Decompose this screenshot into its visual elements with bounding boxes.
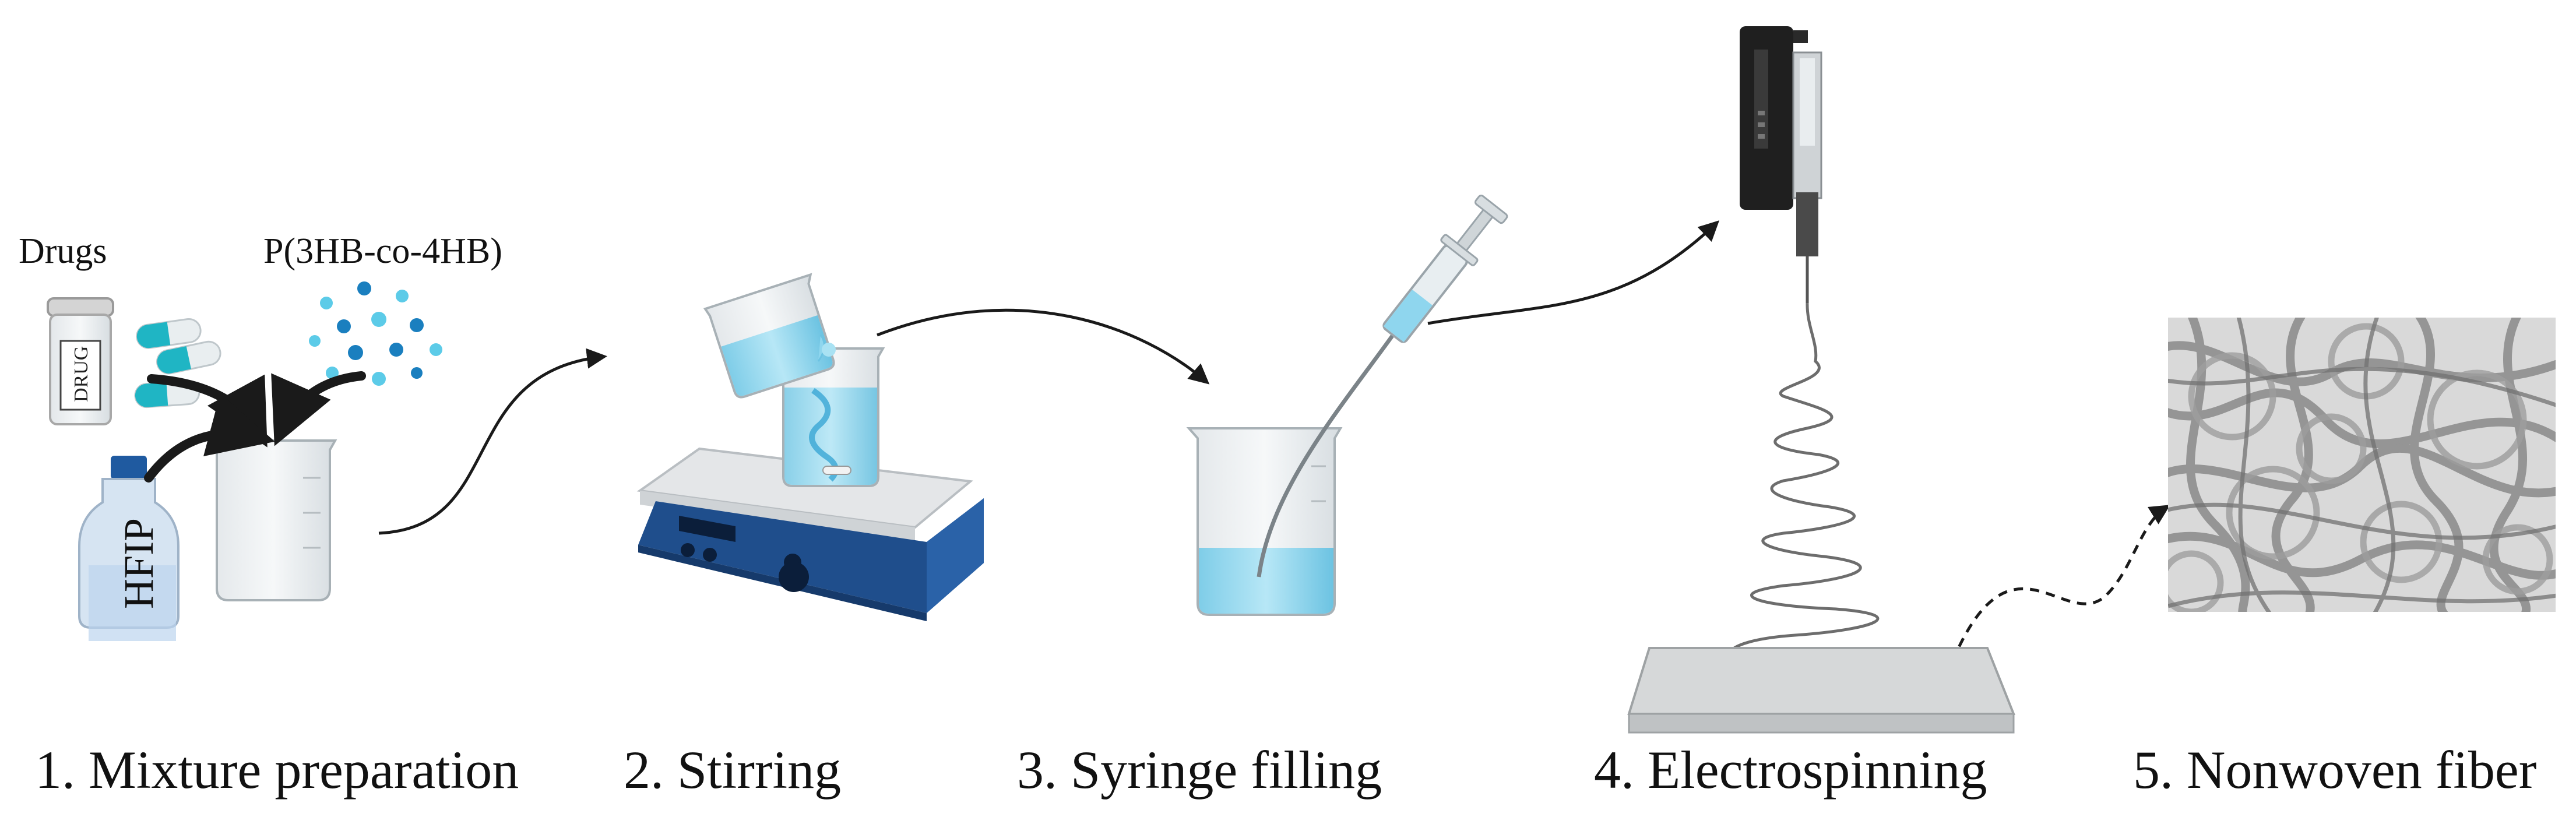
step-2-label: 2. Stirring [624,740,842,800]
syringe-pump-icon [1740,26,1822,303]
arrow-step3-to-step4 [1427,220,1720,325]
pouring-beaker-icon [703,273,836,399]
arrow-step1-to-step2 [378,348,607,535]
arrow-step2-to-step3 [877,308,1210,385]
drug-vial-label: DRUG [71,346,92,402]
step-3-label: 3. Syringe filling [1017,740,1382,800]
step-5-label: 5. Nonwoven fiber [2133,740,2537,800]
filling-beaker-icon [1186,427,1343,616]
drug-vial-icon: DRUG [47,297,114,425]
mixing-beaker-icon [209,439,337,601]
drugs-label: Drugs [19,231,107,271]
polymer-label: P(3HB-co-4HB) [263,231,502,271]
arrow-step4-to-step5 [1951,505,2170,662]
collector-plate-icon [1627,647,2015,734]
syringe-icon [1257,195,1508,578]
mixing-arrows [144,371,366,483]
flow-arrows [378,220,2170,662]
polymer-particles-icon [309,281,442,386]
step-4-label: 4. Electrospinning [1594,740,1987,800]
nonwoven-fiber-image [2168,318,2556,612]
hfip-bottle-label: HFIP [115,518,162,609]
step-1-label: 1. Mixture preparation [35,740,519,800]
stirring-beaker-icon [772,347,885,487]
hfip-bottle-icon: HFIP [78,456,180,641]
fiber-jet-spiral [1729,302,1954,674]
magnetic-stirrer-icon [636,447,984,621]
